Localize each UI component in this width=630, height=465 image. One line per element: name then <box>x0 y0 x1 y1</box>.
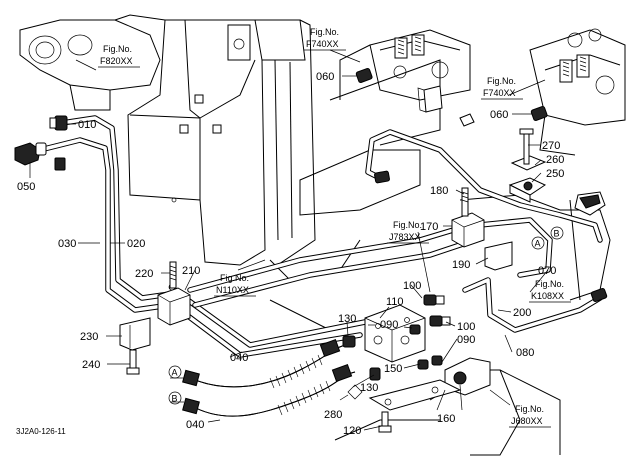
callout-a-top: A <box>531 236 545 250</box>
bracket-160 <box>368 357 491 411</box>
label-200: 200 <box>513 307 531 319</box>
figure-ref-k108-code: K108XX <box>531 291 564 301</box>
small-block-right <box>459 113 475 127</box>
clip-280 <box>347 384 363 400</box>
label-210: 210 <box>182 265 200 277</box>
callout-b-top-text: B <box>554 229 560 239</box>
bracket-190 <box>484 241 513 271</box>
figure-ref-j680-label: Fig.No. <box>515 404 544 414</box>
figure-ref-f740-a-code: F740XX <box>306 39 339 49</box>
figure-ref-f820: Fig.No. F820XX <box>98 44 140 68</box>
figure-ref-j680: Fig.No. J680XX <box>509 404 551 428</box>
block-bracket <box>417 85 443 113</box>
label-080: 080 <box>516 347 534 359</box>
tube-upper-right <box>365 129 603 243</box>
label-060-a: 060 <box>316 71 334 83</box>
figure-ref-f740-b-code: F740XX <box>483 88 516 98</box>
figure-ref-f820-label: Fig.No. <box>103 44 132 54</box>
tube-030 <box>59 115 173 301</box>
tube-070 <box>477 217 553 278</box>
clamp-170 <box>451 212 485 248</box>
clamp-260 <box>508 177 547 203</box>
bracket-230 <box>119 317 151 351</box>
figure-ref-k108: Fig.No. K108XX <box>529 279 571 303</box>
part-labels: 010 050 030 020 220 210 230 240 040 040 … <box>17 71 564 437</box>
label-010: 010 <box>78 119 96 131</box>
label-170: 170 <box>420 221 438 233</box>
label-190: 190 <box>452 259 470 271</box>
fitting-060-left <box>355 67 373 83</box>
elbow-050 <box>14 142 66 171</box>
leader-lines <box>29 49 549 431</box>
label-260: 260 <box>546 154 564 166</box>
fitting-060-right <box>530 105 548 121</box>
bolt-180 <box>461 187 469 217</box>
fittings-090-100 <box>342 294 451 381</box>
figure-ref-f740-b-label: Fig.No. <box>487 76 516 86</box>
figure-ref-j783-code: J783XX <box>389 232 421 242</box>
bolt-120 <box>378 411 392 433</box>
figure-ref-n110: Fig.No. N110XX <box>214 273 256 297</box>
figure-ref-n110-label: Fig.No. <box>220 273 249 283</box>
fitting-010 <box>49 115 68 131</box>
label-090-a: 090 <box>380 319 398 331</box>
label-020: 020 <box>127 238 145 250</box>
label-030: 030 <box>58 238 76 250</box>
figure-ref-f740-a: Fig.No. F740XX <box>304 27 346 51</box>
bracket-250 <box>574 191 606 216</box>
label-180: 180 <box>430 185 448 197</box>
figure-ref-k108-label: Fig.No. <box>535 279 564 289</box>
label-040-b: 040 <box>186 419 204 431</box>
label-040-a: 040 <box>230 352 248 364</box>
hose-fittings <box>170 338 353 415</box>
clamp-210 <box>157 283 191 326</box>
drawing-code: 3J2A0-126-11 <box>16 427 66 436</box>
callout-a-bottom-text: A <box>172 368 178 378</box>
label-160: 160 <box>437 413 455 425</box>
figure-ref-f740-b: Fig.No. F740XX <box>481 76 523 100</box>
figure-ref-f740-a-label: Fig.No. <box>310 27 339 37</box>
tube-long-lower <box>177 295 368 358</box>
tube-long-upper <box>187 222 478 308</box>
label-220: 220 <box>135 268 153 280</box>
label-100-a: 100 <box>403 280 421 292</box>
plate-270 <box>510 128 547 171</box>
valve-assembly-right <box>529 28 626 156</box>
label-150: 150 <box>384 363 402 375</box>
label-090-b: 090 <box>457 334 475 346</box>
tube-080 <box>462 277 603 333</box>
label-270: 270 <box>542 140 560 152</box>
fitting-200 <box>590 287 608 303</box>
callout-b-bottom: B <box>168 391 182 405</box>
tube-020 <box>37 137 173 313</box>
valve-block-110 <box>364 304 426 363</box>
fitting-180-top <box>374 170 390 184</box>
callout-b-bottom-text: B <box>172 394 178 404</box>
figure-ref-j783-label: Fig.No. <box>393 220 422 230</box>
figure-ref-j783: Fig.No. J783XX <box>387 220 429 244</box>
label-060-b: 060 <box>490 109 508 121</box>
valve-assembly-upper <box>339 29 471 101</box>
label-100-b: 100 <box>457 321 475 333</box>
label-230: 230 <box>80 331 98 343</box>
callout-a-top-text: A <box>535 239 541 249</box>
label-130-a: 130 <box>338 313 356 325</box>
figure-ref-j680-code: J680XX <box>511 416 543 426</box>
callout-b-top: B <box>550 226 564 240</box>
label-050: 050 <box>17 181 35 193</box>
figure-ref-f820-code: F820XX <box>100 56 133 66</box>
label-070: 070 <box>538 265 556 277</box>
label-240: 240 <box>82 359 100 371</box>
label-130-b: 130 <box>360 382 378 394</box>
label-250: 250 <box>546 168 564 180</box>
bolt-220 <box>169 261 177 289</box>
figure-ref-n110-code: N110XX <box>216 285 249 295</box>
label-120: 120 <box>343 425 361 437</box>
bolt-240 <box>126 349 140 375</box>
callout-a-bottom: A <box>168 365 182 379</box>
label-110: 110 <box>386 296 404 308</box>
label-280: 280 <box>324 409 342 421</box>
